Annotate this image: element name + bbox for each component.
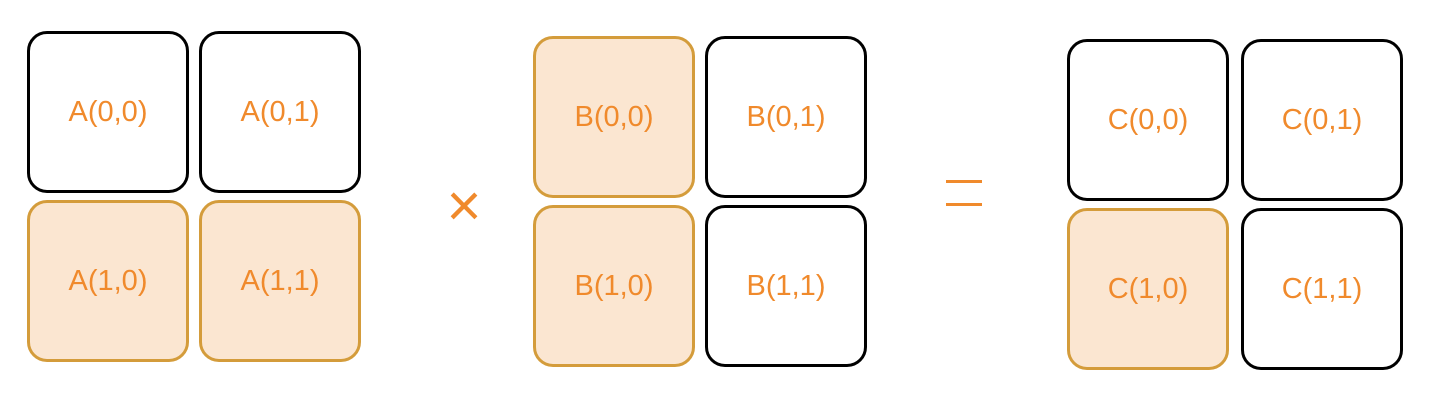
matrix-c-cell-0-1: C(0,1) xyxy=(1241,39,1403,201)
equals-top-bar xyxy=(946,180,982,183)
matrix-b-cell-0-1: B(0,1) xyxy=(705,36,867,198)
matrix-c-cell-1-0: C(1,0) xyxy=(1067,208,1229,370)
matrix-b-cell-0-0: B(0,0) xyxy=(533,36,695,198)
matrix-a-cell-0-1: A(0,1) xyxy=(199,31,361,193)
multiply-operator: × xyxy=(446,172,482,239)
matrix-c-cell-1-1: C(1,1) xyxy=(1241,208,1403,370)
matrix-a-cell-1-1: A(1,1) xyxy=(199,200,361,362)
equals-operator: = xyxy=(946,180,982,206)
matrix-b-cell-1-1: B(1,1) xyxy=(705,205,867,367)
matrix-b-cell-1-0: B(1,0) xyxy=(533,205,695,367)
matrix-a-cell-1-0: A(1,0) xyxy=(27,200,189,362)
equals-bottom-bar xyxy=(946,203,982,206)
matrix-c-cell-0-0: C(0,0) xyxy=(1067,39,1229,201)
matrix-a-cell-0-0: A(0,0) xyxy=(27,31,189,193)
